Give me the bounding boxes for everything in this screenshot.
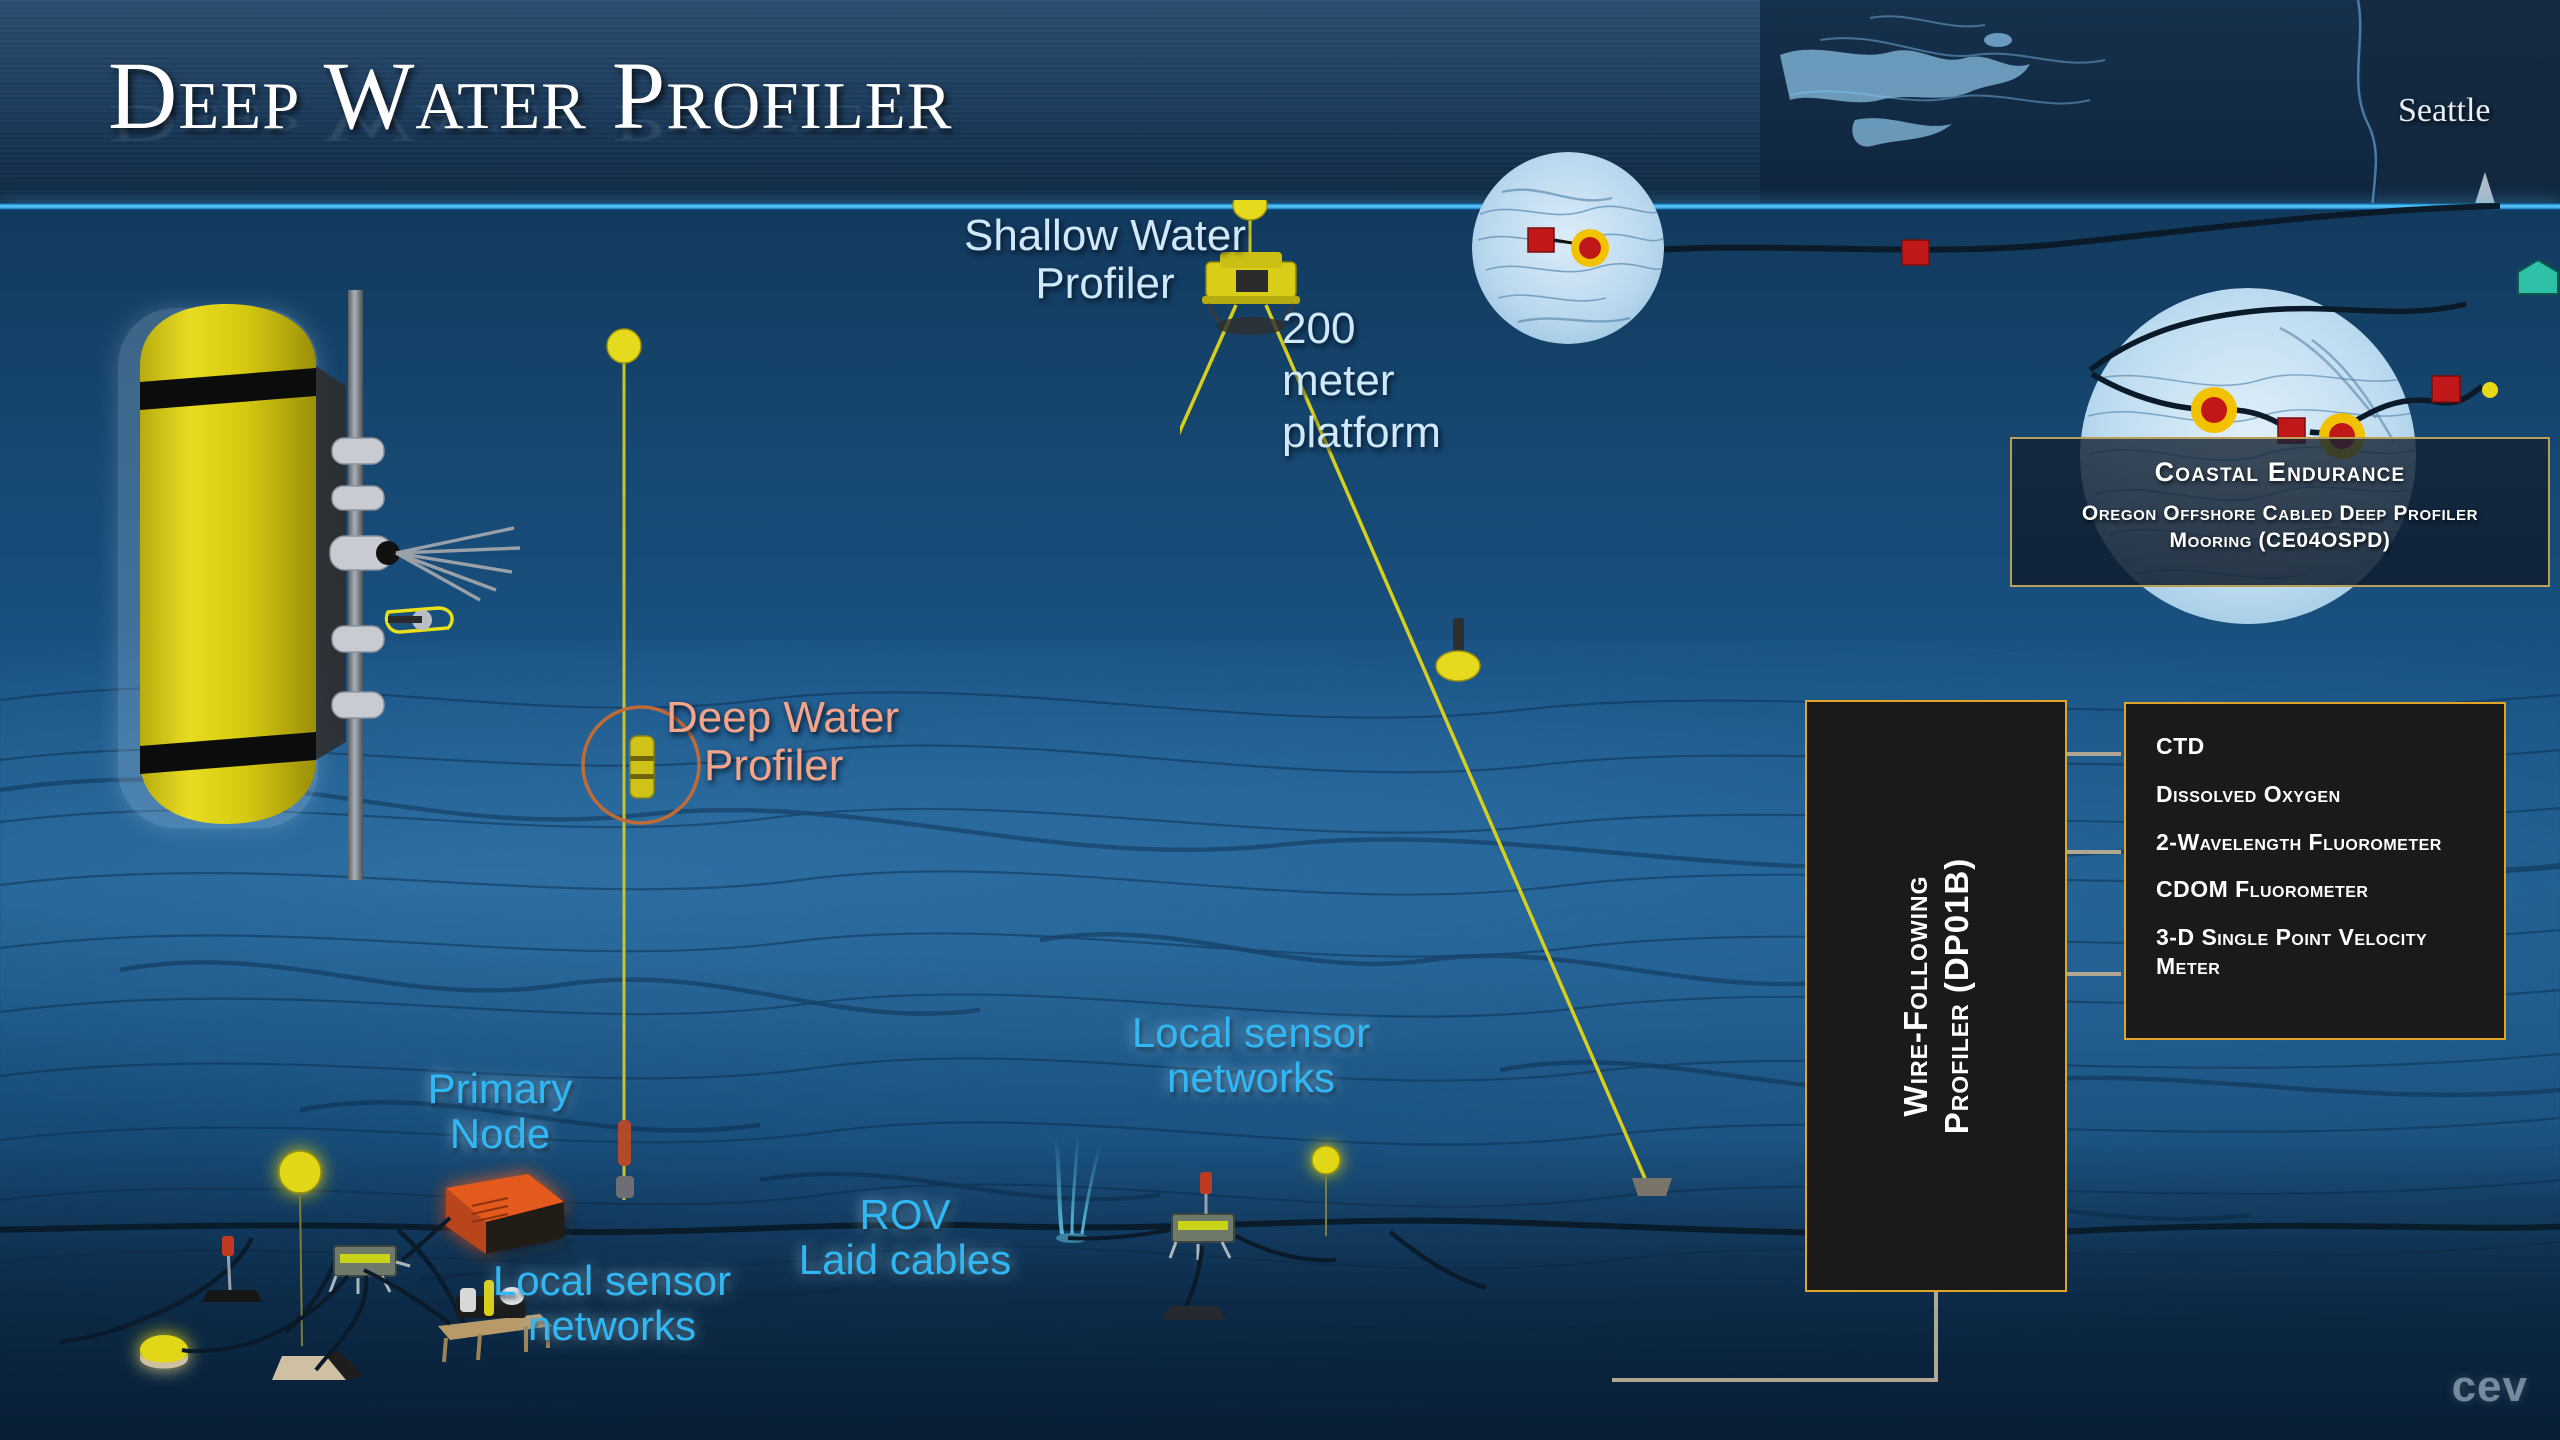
- local-sensor-right-line2: networks: [1166, 1054, 1336, 1102]
- primary-node-label: Primary Node: [400, 1066, 600, 1157]
- platform-depth-line3: platform: [1282, 407, 1441, 457]
- sensor-list-item: 3-D Single Point Velocity Meter: [2156, 924, 2428, 979]
- panel-connector-1: [2063, 752, 2121, 756]
- sensor-list-panel: CTD Dissolved Oxygen 2-Wavelength Fluoro…: [2124, 702, 2506, 1040]
- coastal-endurance-subtitle-line2: Mooring (CE04OSPD): [2169, 529, 2391, 553]
- wire-following-profiler-panel-text: Wire-Following Profiler (DP01B): [1895, 858, 1978, 1134]
- deep-water-profiler-label-line2: Profiler: [704, 740, 844, 790]
- panel-leader-vertical: [1934, 1290, 1938, 1382]
- wire-following-profiler-panel: Wire-Following Profiler (DP01B): [1805, 700, 2067, 1292]
- map-inset-left: [1472, 152, 1664, 344]
- panel-connector-2: [2063, 850, 2121, 854]
- cable-marker-square: [1901, 239, 1930, 266]
- primary-node-label-line2: Node: [449, 1110, 551, 1158]
- local-sensor-networks-right-label: Local sensor networks: [1106, 1010, 1396, 1101]
- shallow-water-profiler-label-line1: Shallow Water: [963, 211, 1247, 260]
- rov-label-line2: Laid cables: [798, 1236, 1012, 1284]
- sensor-list-item: CDOM Fluorometer: [2156, 876, 2369, 903]
- wire-following-profiler-line2: Profiler (DP01B): [1938, 857, 1975, 1135]
- primary-node-label-line1: Primary: [427, 1065, 573, 1112]
- sensor-list-item: CTD: [2156, 733, 2205, 759]
- local-sensor-network-left-illustration: [140, 1150, 564, 1380]
- deep-profiler-mooring-line: [606, 328, 642, 1200]
- panel-leader-horizontal: [1612, 1378, 1938, 1382]
- local-sensor-left-line2: networks: [527, 1302, 697, 1350]
- seattle-label: Seattle: [2398, 92, 2491, 129]
- deep-basin-shadow: [0, 1140, 2560, 1440]
- local-sensor-network-right-illustration: [1054, 1133, 1341, 1320]
- coastal-endurance-title: Coastal Endurance: [2154, 457, 2406, 487]
- cev-watermark-logo: cev: [2451, 1362, 2528, 1411]
- page-title: Deep Water Profiler: [108, 42, 953, 149]
- seafloor-cable-network: [0, 1217, 2560, 1345]
- coastal-endurance-panel: Coastal Endurance Oregon Offshore Cabled…: [2010, 437, 2550, 587]
- sensor-list: CTD Dissolved Oxygen 2-Wavelength Fluoro…: [2156, 732, 2474, 981]
- local-sensor-networks-left-label: Local sensor networks: [462, 1258, 762, 1349]
- coastal-endurance-mooring-markers: [2088, 258, 2559, 459]
- deep-water-profiler-label-line1: Deep Water: [666, 693, 900, 742]
- shallow-water-profiler-label-line2: Profiler: [1035, 258, 1175, 308]
- sensor-list-item: Dissolved Oxygen: [2156, 780, 2341, 807]
- local-sensor-right-line1: Local sensor: [1131, 1009, 1371, 1056]
- panel-connector-3: [2063, 972, 2121, 976]
- backbone-cable-to-shore: [1629, 203, 2501, 255]
- coastal-endurance-subtitle-line1: Oregon Offshore Cabled Deep Profiler: [2081, 502, 2479, 525]
- local-sensor-left-line1: Local sensor: [492, 1257, 732, 1304]
- wire-following-profiler-line1: Wire-Following: [1896, 875, 1934, 1117]
- rov-laid-cables-label: ROV Laid cables: [790, 1192, 1020, 1283]
- platform-depth-label: 200 meter platform: [1282, 303, 1441, 459]
- water-surface-line: [0, 203, 2560, 210]
- shallow-water-profiler-assembly: [1180, 200, 1672, 1196]
- platform-depth-line1: 200: [1282, 304, 1356, 353]
- shallow-water-profiler-label: Shallow Water Profiler: [940, 212, 1270, 307]
- deep-profiler-highlight-circle: [581, 705, 701, 825]
- page-title-reflection: Deep Water Profiler: [108, 94, 953, 154]
- deep-water-profiler-label: Deep Water Profiler: [666, 694, 899, 789]
- platform-depth-line2: meter: [1282, 355, 1395, 405]
- sensor-list-item: 2-Wavelength Fluorometer: [2156, 828, 2442, 855]
- rov-label-line1: ROV: [859, 1191, 951, 1238]
- deep-water-profiler-body-illustration: [118, 290, 521, 880]
